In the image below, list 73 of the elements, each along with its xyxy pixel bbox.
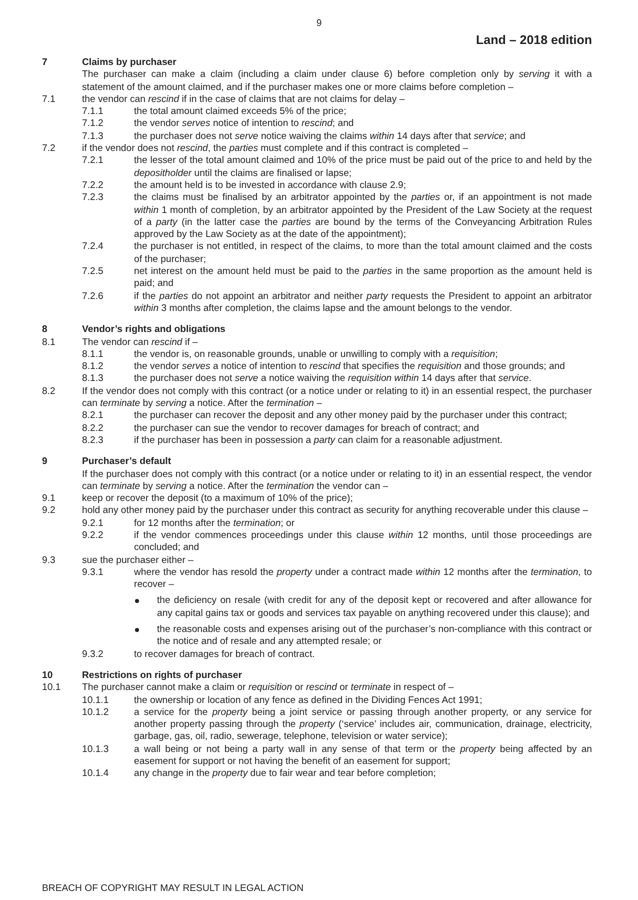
clause-number: 9.3 <box>42 554 56 567</box>
clause-text: the purchaser does not serve a notice waiving the requisition within 14 days after that service. <box>134 373 532 386</box>
clause-text: the purchaser can recover the deposit and any other money paid by the purchaser under this contract; <box>134 410 568 423</box>
clause-number: 9.2.1 <box>82 518 104 530</box>
clause-number: 8.2 <box>42 386 56 398</box>
clause-number: 8.2.2 <box>82 422 104 435</box>
clause-number: 10.1.4 <box>82 768 109 781</box>
clause-text: the purchaser can sue the vendor to recover damages for breach of contract; and <box>134 422 480 435</box>
clause-text: the purchaser is not entitled, in respect of the claims, to more than the total amount claimed and the costs of the purchaser; <box>134 241 592 266</box>
section-number: 8 <box>42 324 48 337</box>
clause-text: the deficiency on resale (with credit for any of the deposit kept or recovered and after allowance for any capital gains tax or goods and services tax payable on anything recovered under this clause); and <box>157 595 592 620</box>
clause-number: 8.2.1 <box>82 410 104 423</box>
section-heading: Vendor’s rights and obligations <box>82 324 226 337</box>
clause-number: 10.1.2 <box>82 706 109 720</box>
clause-number: 8.1.1 <box>82 348 104 362</box>
clause-text: if the parties do not appoint an arbitrator and neither party requests the President to appoint an arbitrator within 3 months after completion, the claims lapse and the amount belongs to the vendor. <box>134 290 592 316</box>
clause-text: The purchaser cannot make a claim or requisition or rescind or terminate in respect of – <box>82 682 455 695</box>
clause-text: to recover damages for breach of contract. <box>134 648 316 661</box>
clause-text: the lesser of the total amount claimed and 10% of the price must be paid out of the price to and held by the depositholder until the claims are finalised or lapse; <box>134 155 592 180</box>
clause-number: 10.1 <box>42 682 61 695</box>
clause-text: for 12 months after the termination; or <box>134 518 296 530</box>
clause-number: 7.1 <box>42 94 56 106</box>
clause-text: the claims must be finalised by an arbitrator appointed by the parties or, if an appointment is not made within 1 month of completion, by an arbitrator appointed by the President of the Law Society at the request of a party (in the latter case the parties are bound by the terms of the Conveyancing Arbitration Rules approved by the Law Society as at the date of the appointment); <box>134 192 592 242</box>
clause-number: 10.1.3 <box>82 744 109 756</box>
clause-number: 9.2 <box>42 505 56 518</box>
clause-number: 7.2.5 <box>82 266 104 278</box>
section-number: 10 <box>42 670 53 682</box>
section-heading: Purchaser’s default <box>82 456 172 468</box>
clause-text: the ownership or location of any fence as defined in the Dividing Fences Act 1991; <box>134 694 484 707</box>
clause-text: keep or recover the deposit (to a maximum of 10% of the price); <box>82 493 354 506</box>
clause-text: the vendor serves a notice of intention to rescind that specifies the requisition and those grounds; and <box>134 361 566 374</box>
clause-number: 8.1.3 <box>82 373 104 386</box>
clause-number: 9.3.1 <box>82 566 104 580</box>
clause-text: if the vendor commences proceedings under this clause within 12 months, until those proceedings are concluded; and <box>134 530 592 555</box>
clause-number: 7.2 <box>42 143 56 156</box>
clause-text: sue the purchaser either – <box>82 554 194 567</box>
clause-text: the reasonable costs and expenses arising out of the purchaser’s non-compliance with this contract or the notice and of resale and any attempted resale; or <box>157 624 592 649</box>
clause-text: a wall being or not being a party wall in any sense of that term or the property being affected by an easement for support or not having the benefit of an easement for support; <box>134 744 592 768</box>
clause-text: if the vendor does not rescind, the parties must complete and if this contract is completed – <box>82 143 470 156</box>
clause-number: 8.2.3 <box>82 434 104 448</box>
clause-number: 7.2.1 <box>82 155 104 168</box>
section-number: 9 <box>42 456 48 468</box>
section-heading: Restrictions on rights of purchaser <box>82 670 243 682</box>
clause-number: 7.2.6 <box>82 290 104 303</box>
edition-heading: Land – 2018 edition <box>476 34 592 46</box>
clause-text: any change in the property due to fair wear and tear before completion; <box>134 768 437 781</box>
clause-text: if the purchaser has been in possession a party can claim for a reasonable adjustment. <box>134 434 504 448</box>
clause-text: the vendor can rescind if in the case of claims that are not claims for delay – <box>82 94 406 106</box>
clause-text: the vendor is, on reasonable grounds, unable or unwilling to comply with a requisition; <box>134 348 499 362</box>
clause-number: 7.1.3 <box>82 130 104 144</box>
clause-text: the amount held is to be invested in accordance with clause 2.9; <box>134 180 407 192</box>
footer-notice: BREACH OF COPYRIGHT MAY RESULT IN LEGAL ACTION <box>42 883 304 896</box>
clause-number: 9.3.2 <box>82 648 104 661</box>
clause-number: 8.1 <box>42 336 56 349</box>
clause-number: 10.1.1 <box>82 694 109 707</box>
clause-number: 8.1.2 <box>82 361 104 374</box>
section-heading: Claims by purchaser <box>82 57 178 70</box>
clause-text: the purchaser does not serve notice waiving the claims within 14 days after that service; and <box>134 130 526 144</box>
section-number: 7 <box>42 57 48 70</box>
clause-text: The vendor can rescind if – <box>82 336 199 349</box>
clause-text: where the vendor has resold the property under a contract made within 12 months after the termination, to recover – <box>134 566 592 592</box>
clause-text: the vendor serves notice of intention to rescind; and <box>134 118 355 131</box>
clause-number: 7.1.1 <box>82 106 104 118</box>
clause-text: the total amount claimed exceeds 5% of the price; <box>134 106 348 118</box>
clause-text: a service for the property being a joint service or passing through another property, or any service for another property passing through the property (‘service’ includes air, communication, drainage, electricity, garbage, gas, oil, radio, sewerage, telephone, television or water service); <box>134 706 592 744</box>
clause-number: 9.2.2 <box>82 530 104 542</box>
clause-number: 7.2.4 <box>82 241 104 254</box>
page-number: 9 <box>315 18 323 30</box>
clause-number: 7.1.2 <box>82 118 104 131</box>
clause-text: hold any other money paid by the purchaser under this contract as security for anything recoverable under this clause – <box>82 505 590 518</box>
clause-number: 7.2.3 <box>82 192 104 205</box>
clause-number: 9.1 <box>42 493 56 506</box>
clause-number: 7.2.2 <box>82 180 104 192</box>
